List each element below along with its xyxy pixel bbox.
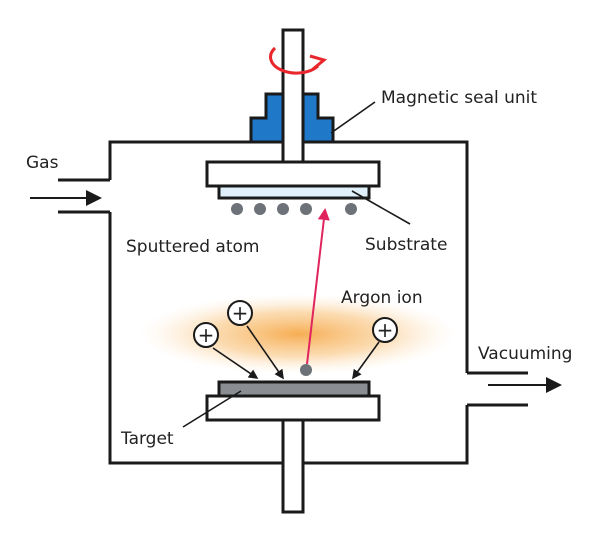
substrate	[217, 184, 371, 200]
rotation-arrow-icon	[269, 46, 328, 75]
label-magnetic-seal-unit: Magnetic seal unit	[381, 88, 537, 108]
label-argon-ion: Argon ion	[341, 288, 423, 308]
sputtered-atom	[254, 203, 266, 215]
label-vacuuming: Vacuuming	[478, 344, 572, 364]
sputtered-atom	[300, 203, 312, 215]
ejected-atom	[300, 364, 312, 376]
sputtered-atom	[277, 203, 289, 215]
ion-trajectory-arrow	[306, 208, 330, 365]
sputtered-atom	[231, 203, 243, 215]
substrate-holder	[205, 160, 381, 188]
plasma-glow	[140, 294, 456, 374]
svg-text:+: +	[198, 323, 215, 347]
chamber-wall	[108, 140, 469, 465]
argon-ion: +	[193, 322, 219, 348]
ion-paths	[212, 325, 380, 380]
vacuum-outlet-pipe	[467, 371, 528, 407]
argon-ion: +	[227, 300, 253, 326]
label-gas: Gas	[26, 153, 59, 173]
leader-lines	[182, 101, 411, 428]
upper-shaft	[281, 28, 305, 166]
lower-shaft	[281, 418, 305, 514]
argon-ion: +	[372, 317, 398, 343]
label-sputtered-atom: Sputtered atom	[126, 237, 259, 257]
sputtered-atoms	[231, 203, 357, 215]
gas-inlet-pipe	[58, 178, 110, 214]
label-substrate: Substrate	[365, 235, 447, 255]
target	[217, 380, 371, 398]
sputtered-atom	[345, 203, 357, 215]
svg-text:+: +	[377, 318, 394, 342]
svg-text:+: +	[232, 301, 249, 325]
label-target: Target	[120, 429, 174, 449]
target-holder	[205, 394, 381, 422]
